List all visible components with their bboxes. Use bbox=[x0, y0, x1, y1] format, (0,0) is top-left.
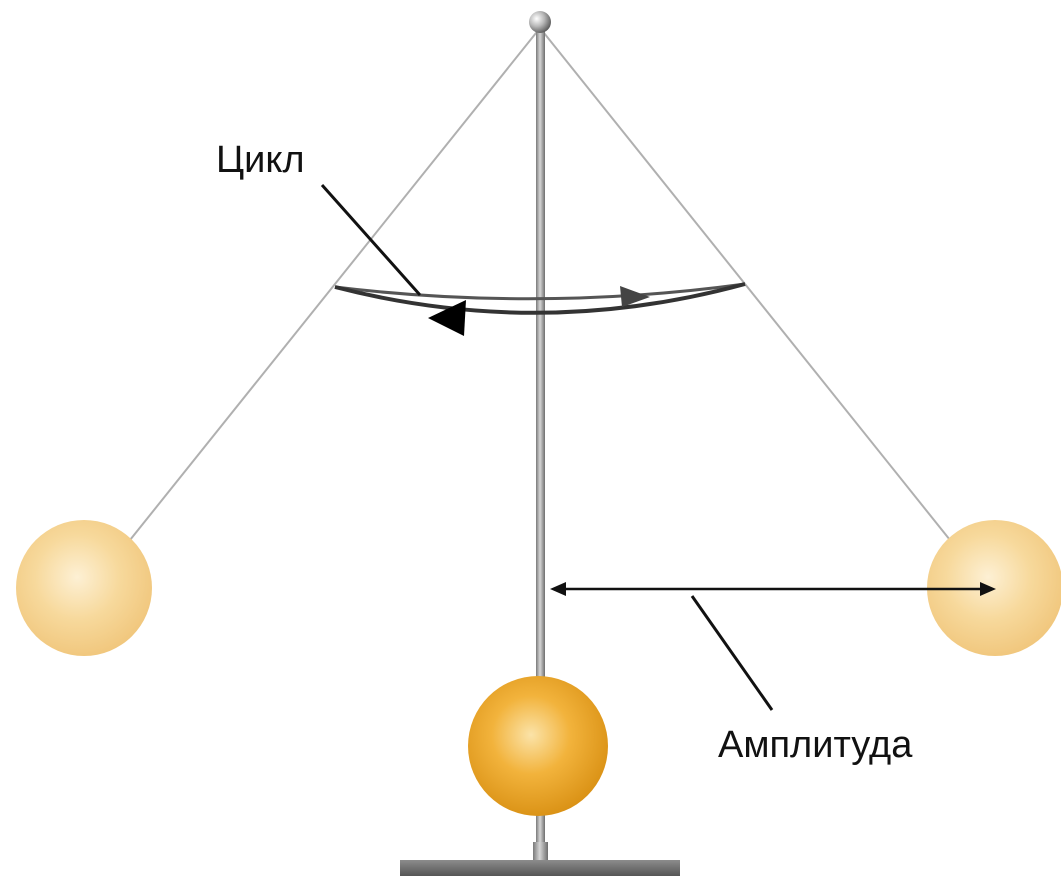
center-rod bbox=[536, 30, 545, 860]
left-extreme-bob bbox=[16, 520, 152, 656]
cycle-arrow-right-icon bbox=[620, 286, 650, 307]
pendulum-base bbox=[400, 860, 680, 876]
cycle-leader-line bbox=[320, 184, 422, 296]
left-swing-string bbox=[117, 27, 541, 556]
center-bob bbox=[468, 676, 608, 816]
amplitude-arrow-right-icon bbox=[980, 582, 996, 596]
right-swing-string bbox=[539, 27, 963, 556]
right-extreme-bob bbox=[927, 520, 1061, 656]
cycle-arc-lower bbox=[334, 282, 746, 315]
pivot-ball bbox=[529, 11, 551, 33]
amplitude-leader-line bbox=[690, 595, 774, 711]
cycle-arc-upper bbox=[334, 282, 746, 301]
base-post bbox=[533, 842, 548, 864]
cycle-arrow-left-icon bbox=[428, 300, 466, 336]
amplitude-label: Амплитуда bbox=[718, 724, 913, 766]
amplitude-arrow-left-icon bbox=[550, 582, 566, 596]
cycle-label: Цикл bbox=[216, 139, 305, 181]
